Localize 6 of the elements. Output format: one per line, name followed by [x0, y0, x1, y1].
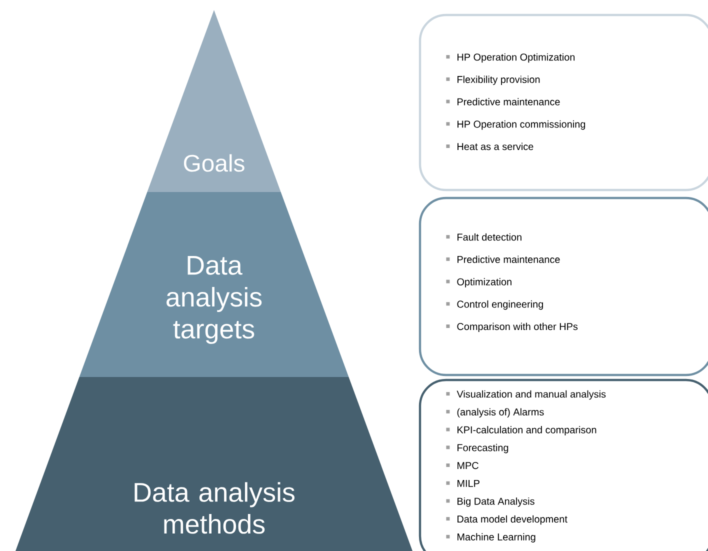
pyramid-tier: Data analysis methods	[16, 377, 412, 551]
pyramid-tier: Data analysis targets	[79, 192, 349, 377]
pyramid-tier: Goals	[147, 10, 281, 192]
bullet-list-box: Visualization and manual analysis (analysis of) Alarms KPI-calculation and comparison Forecasting MPC MILP Big Data Analysis Data model development Machine Learning	[418, 378, 708, 551]
bullet-list-box: Fault detection Predictive maintenance Optimization Control engineering Comparison with other HPs	[418, 196, 708, 376]
bullet-list-box: HP Operation Optimization Flexibility provision Predictive maintenance HP Operation commissioning Heat as a service	[418, 14, 708, 192]
